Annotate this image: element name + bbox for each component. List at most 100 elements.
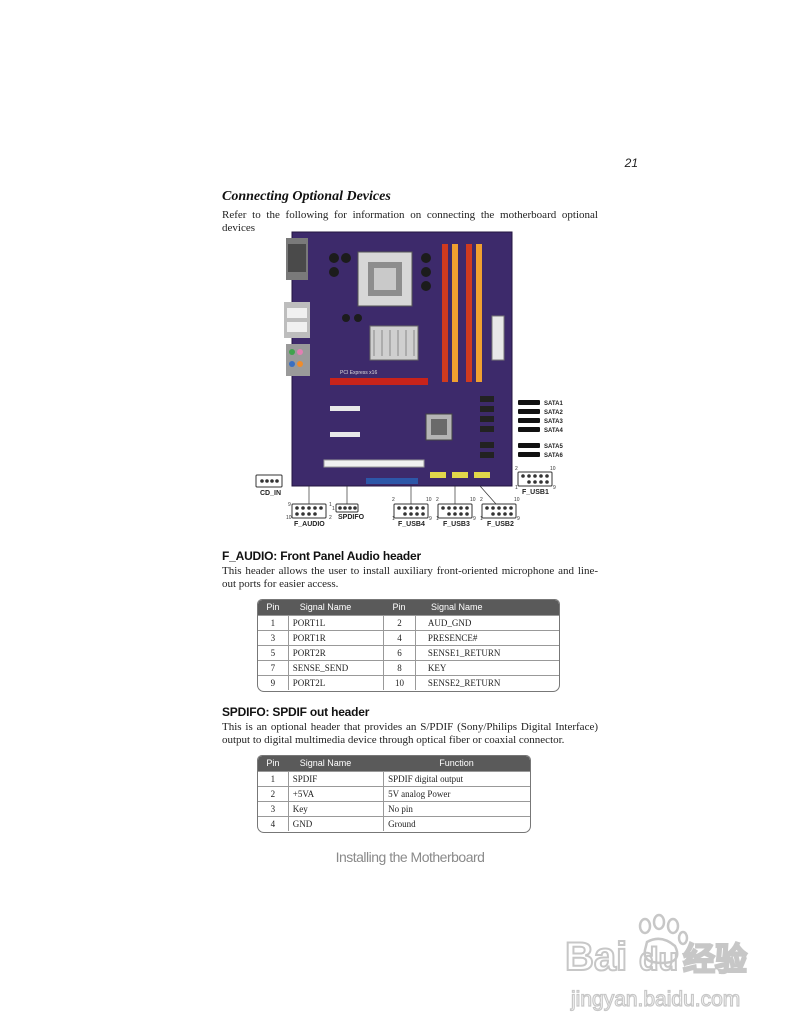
- f-usb4-pin-1: 1: [392, 516, 395, 522]
- watermark-cn: 经验: [683, 940, 747, 978]
- f-audio-pin-1: 1: [329, 502, 332, 508]
- col-pin: Pin: [392, 602, 406, 612]
- function: Ground: [383, 817, 530, 831]
- pci-slot: [323, 459, 425, 468]
- watermark-url: jingyan.baidu.com: [570, 988, 740, 1011]
- ide-connector: [366, 478, 418, 484]
- function: No pin: [383, 802, 530, 816]
- spdifo-label: SPDIFO: [338, 514, 365, 521]
- f-usb2-pin-2: 2: [480, 497, 483, 503]
- f-usb4-pin-2: 2: [392, 497, 395, 503]
- sata6-label: SATA6: [544, 453, 563, 459]
- f-usb1-header: [517, 471, 553, 487]
- page-footer: Installing the Motherboard: [335, 849, 485, 865]
- f-usb2-pin-1: 1: [480, 516, 483, 522]
- f-usb4-pin-10: 10: [426, 497, 432, 503]
- sata4-label: SATA4: [544, 428, 563, 434]
- audio-ports: [286, 344, 310, 376]
- spdifo-pin-table: Pin Signal Name Function 1 SPDIF SPDIF d…: [257, 755, 531, 833]
- signal-name: GND: [287, 817, 383, 831]
- signal-name: SPDIF: [287, 772, 383, 786]
- f-usb1-pin-1: 1: [515, 485, 518, 491]
- pin-number: 2: [383, 616, 415, 630]
- col-signal-name: Signal Name: [299, 758, 352, 768]
- signal-name: PRESENCE#: [414, 631, 559, 645]
- dimm-slot-3: [466, 244, 472, 382]
- table-row: 9 PORT2L 10 SENSE2_RETURN: [258, 675, 559, 690]
- col-signal-name: Signal Name: [299, 602, 352, 612]
- signal-name: SENSE_SEND: [287, 661, 383, 675]
- signal-name: +5VA: [287, 787, 383, 801]
- pin-number: 1: [270, 774, 276, 784]
- table-row: 2 +5VA 5V analog Power: [258, 786, 530, 801]
- f-usb3-pin-10: 10: [470, 497, 476, 503]
- pcie-x1-slot-1: [330, 406, 360, 411]
- motherboard-diagram: PCI Express x16 SATA1 SATA2 SA: [255, 231, 563, 519]
- f-usb2-pin-10: 10: [514, 497, 520, 503]
- section-title: Connecting Optional Devices: [222, 189, 391, 204]
- table-row: 7 SENSE_SEND 8 KEY: [258, 660, 559, 675]
- f-usb3-header: [437, 503, 473, 519]
- pin-number: 4: [270, 819, 276, 829]
- signal-name: PORT1L: [287, 616, 383, 630]
- watermark-brand-suffix: du: [639, 941, 678, 977]
- table-row: 1 PORT1L 2 AUD_GND: [258, 615, 559, 630]
- f-usb3-pin-9: 9: [473, 516, 476, 522]
- f-usb4-label: F_USB4: [398, 521, 425, 528]
- pin-number: 3: [270, 804, 276, 814]
- f-usb4-header: [393, 503, 429, 519]
- f-usb3-pin-2: 2: [436, 497, 439, 503]
- spdifo-pin-1: 1: [332, 506, 335, 512]
- f-audio-header: [291, 503, 327, 519]
- table-row: 3 PORT1R 4 PRESENCE#: [258, 630, 559, 645]
- watermark-brand: Bai: [565, 935, 627, 979]
- sata5-label: SATA5: [544, 444, 563, 450]
- sata2-label: SATA2: [544, 410, 563, 416]
- f-usb1-label: F_USB1: [522, 489, 549, 496]
- pin-number: 4: [383, 631, 415, 645]
- sata1-label: SATA1: [544, 401, 563, 407]
- table-row: 4 GND Ground: [258, 816, 530, 831]
- dimm-slot-2: [452, 244, 458, 382]
- f-audio-description: This header allows the user to install a…: [222, 565, 598, 590]
- col-signal-name: Signal Name: [430, 602, 483, 612]
- signal-name: PORT1R: [287, 631, 383, 645]
- f-usb2-header: [481, 503, 517, 519]
- baidu-watermark: Bai du 经验 jingyan.baidu.com: [564, 912, 785, 1022]
- pin-number: 6: [383, 646, 415, 660]
- f-usb3-pin-1: 1: [436, 516, 439, 522]
- signal-name: Key: [287, 802, 383, 816]
- atx-power-connector: [491, 315, 505, 361]
- intro-paragraph: Refer to the following for information o…: [222, 209, 598, 234]
- page-number: 21: [624, 156, 638, 170]
- pin-number: 8: [383, 661, 415, 675]
- f-usb2-pin-9: 9: [517, 516, 520, 522]
- dimm-slot-1: [442, 244, 448, 382]
- col-function: Function: [439, 758, 474, 768]
- f-audio-pin-2: 2: [329, 515, 332, 521]
- f-usb4-pin-9: 9: [429, 516, 432, 522]
- f-usb2-label: F_USB2: [487, 521, 514, 528]
- signal-name: SENSE2_RETURN: [414, 676, 559, 690]
- pin-number: 1: [270, 618, 276, 628]
- table-row: 5 PORT2R 6 SENSE1_RETURN: [258, 645, 559, 660]
- signal-name: SENSE1_RETURN: [414, 646, 559, 660]
- pin-number: 3: [270, 633, 276, 643]
- sata3-label: SATA3: [544, 419, 563, 425]
- f-usb1-pin-9: 9: [553, 485, 556, 491]
- f-audio-heading: F_AUDIO: Front Panel Audio header: [222, 549, 421, 563]
- dimm-slot-4: [476, 244, 482, 382]
- f-usb1-pin-10: 10: [550, 466, 556, 472]
- signal-name: AUD_GND: [414, 616, 559, 630]
- signal-name: PORT2L: [287, 676, 383, 690]
- f-usb3-label: F_USB3: [443, 521, 470, 528]
- pcie-x16-slot: [330, 378, 428, 385]
- pin-number: 10: [383, 676, 415, 690]
- f-audio-pin-10: 10: [286, 515, 292, 521]
- table-row: 3 Key No pin: [258, 801, 530, 816]
- sata-header-group: [518, 400, 540, 457]
- signal-name: KEY: [414, 661, 559, 675]
- f-audio-pin-table: Pin Signal Name Pin Signal Name 1 PORT1L…: [257, 599, 560, 692]
- northbridge-heatsink: [369, 325, 419, 361]
- col-pin: Pin: [266, 758, 280, 768]
